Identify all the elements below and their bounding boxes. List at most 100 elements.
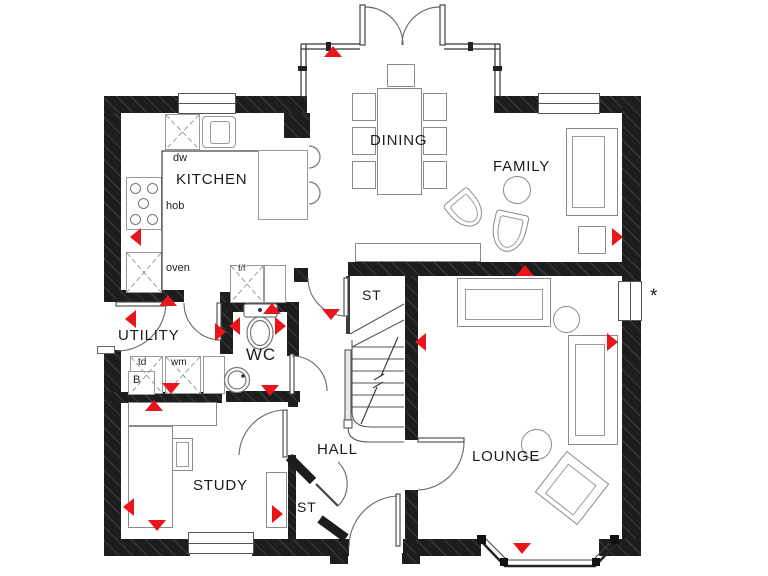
dining-chair	[352, 161, 376, 189]
window-study-bottom	[188, 532, 254, 554]
exterior-wall-bottom-d	[599, 539, 641, 556]
red-triangle-marker	[263, 303, 281, 314]
red-triangle-marker	[215, 323, 226, 341]
red-triangle-marker	[130, 228, 141, 246]
wall-stub-lobby	[294, 268, 308, 282]
utility-worktop-unit	[203, 356, 225, 394]
wall-study-hall-lower	[288, 455, 296, 539]
window-lounge-right	[618, 281, 642, 321]
label-washing-machine: wm	[171, 357, 187, 368]
wall-lounge-top	[348, 262, 641, 276]
exterior-wall-bottom-a	[104, 539, 190, 556]
wall-utility-bottom	[110, 392, 222, 403]
room-label-dining: DINING	[370, 132, 428, 149]
wall-hall-lounge-lower	[405, 490, 418, 540]
window-note-asterisk: *	[650, 286, 659, 307]
lounge-sofa-top	[457, 278, 551, 327]
dining-chair	[352, 127, 376, 155]
study-chair	[172, 438, 193, 471]
study-shelf	[128, 402, 217, 426]
red-triangle-marker	[322, 309, 340, 320]
red-triangle-marker	[275, 317, 286, 335]
red-triangle-marker	[324, 46, 342, 57]
breakfast-stools	[308, 145, 321, 205]
label-hob: hob	[166, 200, 185, 212]
family-side-table	[578, 226, 606, 254]
family-tub-chair	[488, 208, 530, 256]
exterior-wall-right-lower	[622, 320, 641, 540]
dining-table	[377, 88, 422, 195]
utility-door-threshold	[97, 346, 115, 354]
red-triangle-marker	[145, 400, 163, 411]
room-label-kitchen: KITCHEN	[176, 171, 248, 188]
wall-wc-top	[226, 302, 292, 312]
lounge-sofa-right	[568, 335, 618, 445]
room-label-hall: HALL	[317, 441, 358, 458]
lounge-round-table-2	[521, 429, 552, 460]
hob-burner	[130, 214, 141, 225]
family-sofa	[566, 128, 618, 216]
wall-hall-lounge-upper	[405, 276, 418, 440]
red-triangle-marker	[513, 543, 531, 554]
room-label-store-upper: ST	[362, 287, 382, 303]
red-triangle-marker	[516, 265, 534, 276]
dining-chair	[423, 127, 447, 155]
basin	[223, 366, 251, 394]
sideboard	[355, 243, 481, 262]
exterior-wall-top-family-a	[494, 96, 540, 113]
label-oven: oven	[166, 262, 190, 274]
red-triangle-marker	[272, 505, 283, 523]
red-triangle-marker	[148, 520, 166, 531]
wall-stub-dining-left	[284, 113, 310, 138]
family-round-table	[503, 176, 531, 204]
hob-burner	[130, 183, 141, 194]
sink-bowl	[210, 121, 230, 144]
fridge-freezer-unit	[230, 265, 264, 303]
hob-burner	[147, 214, 158, 225]
red-triangle-marker	[612, 228, 623, 246]
study-desk	[128, 426, 173, 528]
larder-unit	[264, 265, 286, 303]
red-triangle-marker	[123, 498, 134, 516]
porch-post-right	[402, 553, 420, 564]
room-label-family: FAMILY	[493, 158, 551, 175]
dining-chair	[423, 161, 447, 189]
hob-burner	[138, 198, 149, 209]
exterior-wall-left-lower	[104, 350, 121, 556]
red-triangle-marker	[261, 385, 279, 396]
red-triangle-marker	[415, 333, 426, 351]
wall-store-upper-left	[346, 276, 350, 334]
red-triangle-marker	[125, 310, 136, 328]
window-kitchen-top	[178, 93, 236, 114]
breakfast-peninsula	[258, 150, 308, 220]
lounge-round-table	[553, 306, 580, 333]
room-label-lounge: LOUNGE	[472, 448, 541, 465]
wall-study-hall-stub	[288, 391, 298, 407]
red-triangle-marker	[229, 317, 240, 335]
room-label-utility: UTILITY	[118, 327, 180, 344]
red-triangle-marker	[162, 383, 180, 394]
dining-chair	[352, 93, 376, 121]
understairs-store-door	[285, 453, 349, 542]
bay-window	[477, 535, 620, 568]
french-doors	[359, 4, 446, 46]
label-tumble-dryer: td	[138, 357, 147, 368]
room-label-store-lower: ST	[297, 499, 317, 515]
label-fridge-freezer: f/f	[238, 263, 246, 273]
room-label-wc: WC	[246, 345, 276, 364]
oven-unit	[126, 252, 162, 293]
label-dishwasher: dw	[173, 152, 188, 164]
family-tub-chair	[442, 185, 490, 235]
exterior-wall-bottom-b	[252, 539, 349, 556]
red-triangle-marker	[159, 295, 177, 306]
exterior-wall-bottom-c	[403, 539, 481, 556]
red-triangle-marker	[607, 333, 618, 351]
dining-chair	[387, 64, 415, 87]
window-family-top	[538, 93, 600, 114]
wall-wc-right	[287, 302, 299, 356]
exterior-wall-right-upper	[622, 96, 641, 282]
porch-post-left	[330, 553, 348, 564]
exterior-wall-top-kitchen-b	[234, 96, 307, 113]
lounge-armchair	[534, 450, 610, 526]
